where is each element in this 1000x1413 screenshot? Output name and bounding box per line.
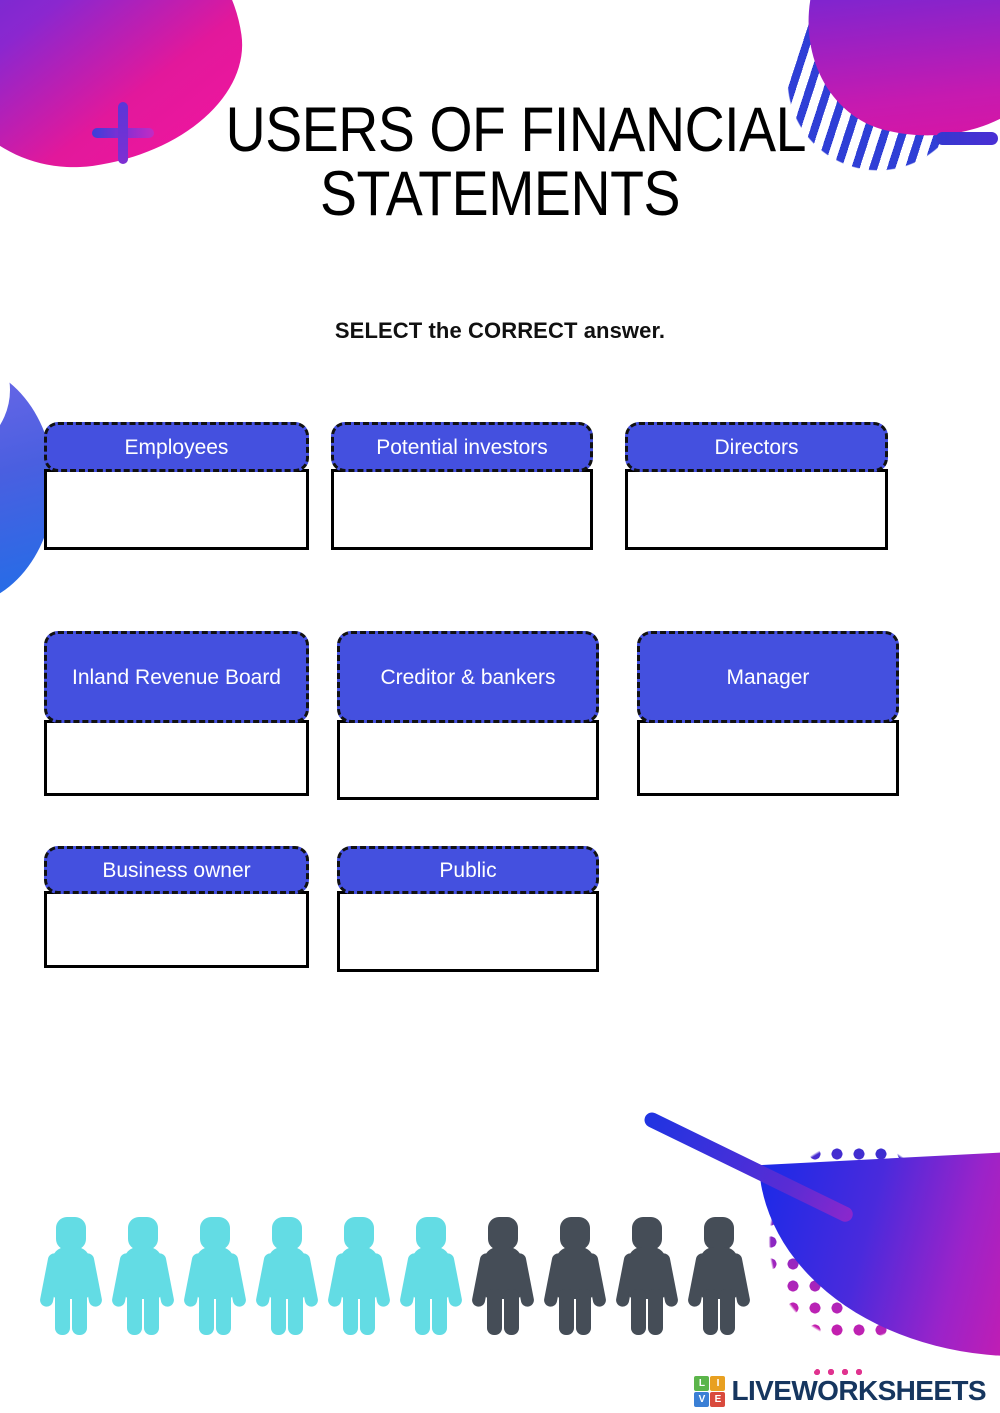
liveworksheets-wordmark: LIVEWORKSHEETS [731, 1375, 986, 1406]
person-icon [182, 1217, 248, 1335]
item-label-text: Inland Revenue Board [72, 665, 281, 689]
person-icon [398, 1217, 464, 1335]
person-leg-right [576, 1289, 591, 1335]
brand-arc-dots-icon [796, 1351, 882, 1377]
item-label-text: Potential investors [376, 435, 548, 459]
person-leg-left [271, 1289, 286, 1335]
item-label: Directors [625, 422, 888, 472]
item-label: Public [337, 846, 599, 894]
liveworksheets-logo[interactable]: L I V E LIVEWORKSHEETS [694, 1375, 987, 1407]
instruction-text: SELECT the CORRECT answer. [334, 318, 666, 343]
item-label-text: Public [439, 858, 497, 882]
logo-cell-v: V [694, 1391, 710, 1407]
person-head [56, 1217, 86, 1250]
exercise-item: Creditor & bankers [337, 631, 599, 800]
item-label: Manager [637, 631, 899, 723]
exercise-item: Manager [637, 631, 899, 796]
person-head [704, 1217, 734, 1250]
person-head [272, 1217, 302, 1250]
item-label: Creditor & bankers [337, 631, 599, 723]
exercise-item: Employees [44, 422, 309, 550]
exercise-item: Directors [625, 422, 888, 550]
person-head [632, 1217, 662, 1250]
answer-box[interactable] [637, 720, 899, 796]
answer-box[interactable] [331, 469, 593, 550]
person-leg-left [631, 1289, 646, 1335]
person-leg-right [144, 1289, 159, 1335]
item-label: Inland Revenue Board [44, 631, 309, 723]
answer-box[interactable] [625, 469, 888, 550]
person-leg-left [55, 1289, 70, 1335]
page-title-line-1: USERS OF FINANCIAL [225, 95, 807, 165]
item-label-text: Directors [714, 435, 799, 459]
item-label: Business owner [44, 846, 309, 894]
person-icon [542, 1217, 608, 1335]
item-label: Potential investors [331, 422, 593, 472]
item-label-text: Business owner [102, 858, 251, 882]
person-icon [686, 1217, 752, 1335]
people-illustration [38, 1217, 752, 1335]
person-head [416, 1217, 446, 1250]
person-icon [254, 1217, 320, 1335]
person-leg-right [504, 1289, 519, 1335]
exercise-item: Public [337, 846, 599, 972]
person-head [344, 1217, 374, 1250]
exercise-item: Business owner [44, 846, 309, 968]
person-leg-left [559, 1289, 574, 1335]
person-leg-right [288, 1289, 303, 1335]
person-icon [470, 1217, 536, 1335]
person-head [200, 1217, 230, 1250]
plus-icon [92, 102, 154, 164]
answer-box[interactable] [44, 720, 309, 796]
person-leg-left [127, 1289, 142, 1335]
person-leg-left [703, 1289, 718, 1335]
logo-cell-e: E [710, 1391, 726, 1407]
dash-icon [936, 132, 998, 145]
logo-cell-i: I [710, 1375, 726, 1391]
person-leg-right [648, 1289, 663, 1335]
person-leg-right [216, 1289, 231, 1335]
person-head [560, 1217, 590, 1250]
item-label-text: Manager [726, 665, 810, 689]
exercise-item: Potential investors [331, 422, 593, 550]
answer-box[interactable] [44, 891, 309, 968]
person-leg-right [72, 1289, 87, 1335]
page-title-line-2: STATEMENTS [319, 159, 681, 229]
person-head [128, 1217, 158, 1250]
answer-box[interactable] [44, 469, 309, 550]
item-label: Employees [44, 422, 309, 472]
answer-box[interactable] [337, 891, 599, 972]
item-label-text: Creditor & bankers [380, 665, 556, 689]
answer-box[interactable] [337, 720, 599, 800]
person-leg-left [343, 1289, 358, 1335]
person-leg-left [199, 1289, 214, 1335]
person-icon [110, 1217, 176, 1335]
person-icon [614, 1217, 680, 1335]
person-leg-right [432, 1289, 447, 1335]
page-title: USERS OF FINANCIAL STATEMENTS [0, 98, 1000, 226]
person-icon [38, 1217, 104, 1335]
person-head [488, 1217, 518, 1250]
liveworksheets-icon: L I V E [694, 1375, 726, 1407]
item-label-text: Employees [124, 435, 229, 459]
person-leg-left [487, 1289, 502, 1335]
person-icon [326, 1217, 392, 1335]
person-leg-right [360, 1289, 375, 1335]
person-leg-left [415, 1289, 430, 1335]
exercise-item: Inland Revenue Board [44, 631, 309, 796]
person-leg-right [720, 1289, 735, 1335]
logo-cell-l: L [694, 1375, 710, 1391]
